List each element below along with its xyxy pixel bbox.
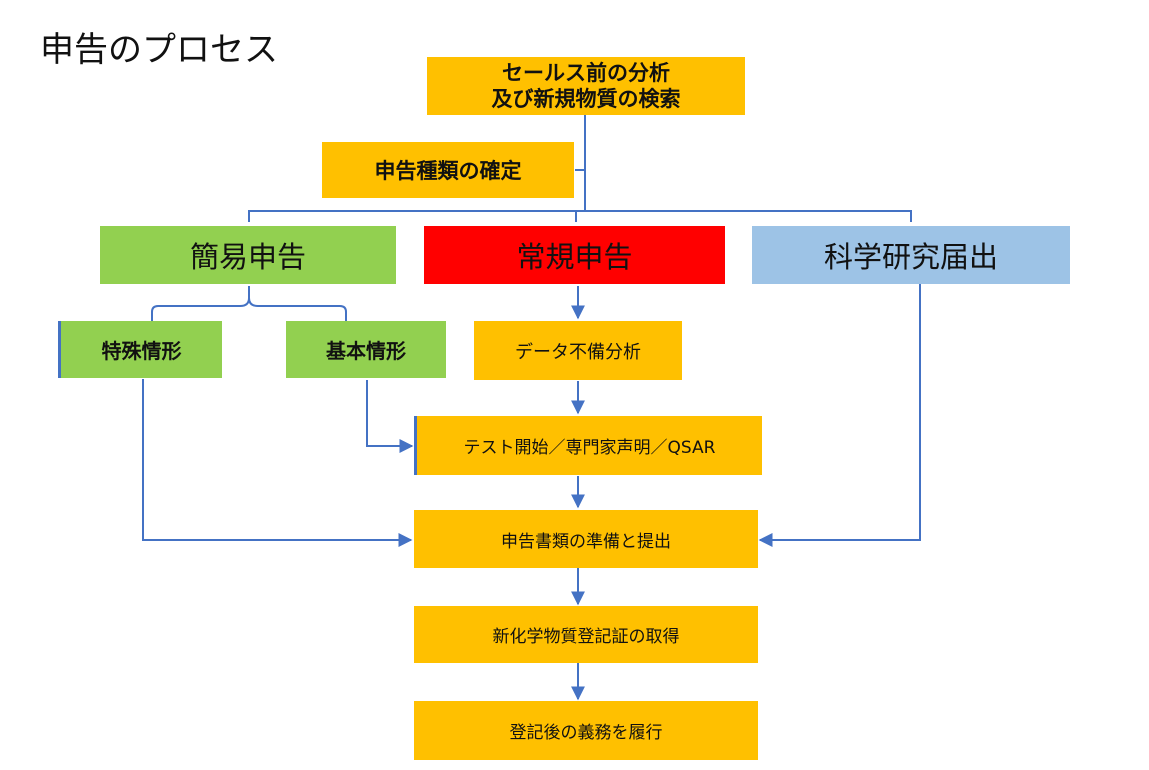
- prepare-submit-box: 申告書類の準備と提出: [414, 510, 758, 568]
- branch-splitter: [248, 210, 912, 222]
- certificate-label: 新化学物質登記証の取得: [492, 627, 680, 647]
- regular-declaration-box: 常規申告: [424, 226, 725, 284]
- arrow-special-to-prepare: [142, 379, 413, 547]
- scientific-research-label: 科学研究届出: [823, 240, 998, 274]
- certificate-box: 新化学物質登記証の取得: [414, 606, 758, 663]
- arrow-scientific-to-prepare: [758, 284, 921, 547]
- special-case-label: 特殊情形: [101, 339, 182, 363]
- presales-analysis-box: セールス前の分析 及び新規物質の検索: [427, 57, 745, 115]
- page-title: 申告のプロセス: [40, 30, 278, 70]
- data-gap-analysis-label: データ不備分析: [515, 341, 641, 363]
- basic-case-label: 基本情形: [326, 339, 406, 363]
- obligations-label: 登記後の義務を履行: [509, 723, 663, 743]
- simplified-brace: [151, 286, 347, 322]
- scientific-research-box: 科学研究届出: [752, 226, 1070, 284]
- simplified-declaration-label: 簡易申告: [189, 240, 306, 274]
- determine-type-label: 申告種類の確定: [374, 159, 522, 183]
- presales-line2: 及び新規物質の検索: [491, 87, 681, 111]
- special-case-box: 特殊情形: [58, 321, 222, 378]
- testing-box: テスト開始／専門家声明／QSAR: [414, 416, 762, 475]
- presales-line1: セールス前の分析: [502, 61, 670, 85]
- data-gap-analysis-box: データ不備分析: [474, 321, 682, 380]
- testing-label: テスト開始／専門家声明／QSAR: [463, 438, 716, 458]
- obligations-box: 登記後の義務を履行: [414, 701, 758, 760]
- determine-type-box: 申告種類の確定: [322, 142, 574, 198]
- simplified-declaration-box: 簡易申告: [100, 226, 396, 284]
- regular-declaration-label: 常規申告: [516, 240, 633, 274]
- prepare-submit-label: 申告書類の準備と提出: [501, 531, 671, 552]
- arrow-basic-to-testing: [366, 380, 414, 453]
- basic-case-box: 基本情形: [286, 321, 446, 378]
